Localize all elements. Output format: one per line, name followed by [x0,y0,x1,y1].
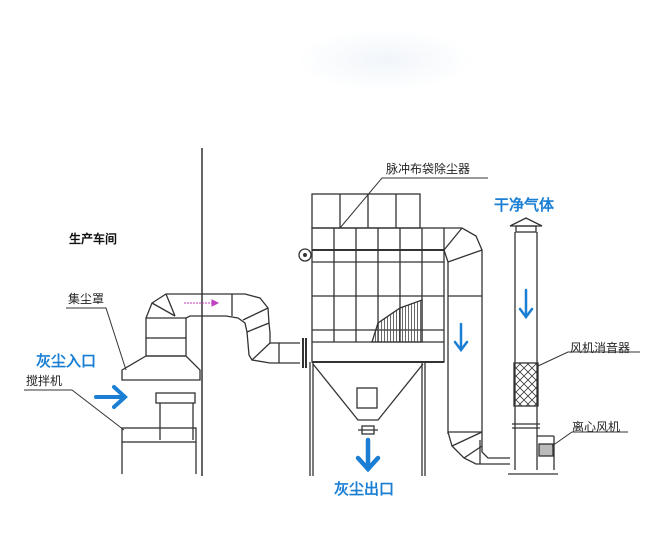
inlet-duct [145,293,307,368]
dust-inlet-label: 灰尘入口 [36,352,97,370]
hood-label: 集尘罩 [68,292,105,306]
inlet-arrow-icon [94,385,128,409]
outlet-down-arrow-icon [355,437,381,473]
centrifugal-fan [538,443,554,457]
exhaust-stack [508,217,558,475]
duct-flow-arrow-icon [184,299,220,307]
baghouse-label: 脉冲布袋除尘器 [386,162,471,176]
mixer [121,392,197,474]
outlet-duct [443,227,510,465]
dust-outlet-label: 灰尘出口 [334,480,395,498]
silencer [513,362,539,407]
dust-hood [121,337,201,381]
silencer-label: 风机消音器 [570,341,631,355]
mixer-label: 搅拌机 [26,374,63,388]
pulse-valve-icon [298,248,312,262]
leader-lines [24,177,640,447]
bag-hatch-section [371,299,423,343]
duct-down-arrow-icon [453,322,469,353]
clean-gas-label: 干净气体 [494,196,555,214]
stack-down-arrow-icon [518,288,534,320]
fan-label: 离心风机 [572,420,621,434]
workshop-label: 生产车间 [69,232,118,246]
background-haze [300,30,470,90]
